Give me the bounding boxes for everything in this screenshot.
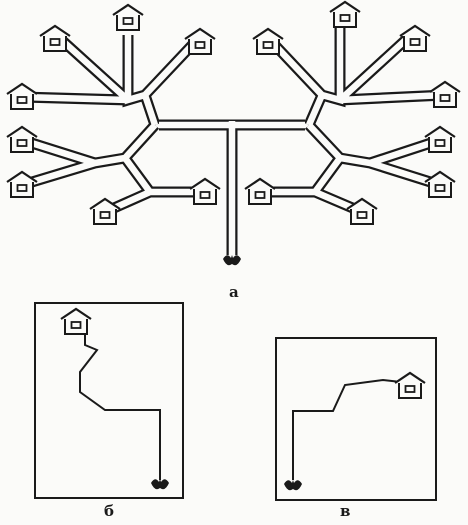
diagram-v-frame	[275, 337, 437, 501]
diagram-b-frame	[34, 302, 184, 499]
house-icon	[184, 27, 216, 55]
house-icon	[112, 3, 144, 31]
houses-a	[6, 0, 461, 225]
house-icon	[424, 125, 456, 153]
house-icon	[6, 82, 38, 110]
house-icon	[6, 125, 38, 153]
diagram-a: а	[6, 0, 461, 301]
diagram-v-label: в	[340, 502, 350, 520]
house-icon	[189, 177, 221, 205]
house-icon	[429, 80, 461, 108]
diagram-b-label: б	[104, 502, 114, 520]
outlet-icon	[284, 480, 302, 491]
house-icon	[89, 197, 121, 225]
house-icon	[6, 170, 38, 198]
house-icon	[394, 371, 426, 399]
house-icon	[329, 0, 361, 28]
house-icon	[399, 24, 431, 52]
house-icon	[252, 27, 284, 55]
house-icon	[39, 24, 71, 52]
road-network	[20, 15, 446, 255]
house-icon	[424, 170, 456, 198]
house-icon	[346, 197, 378, 225]
house-icon	[244, 177, 276, 205]
diagram-a-label: а	[229, 283, 239, 301]
outlet-icon	[151, 479, 169, 490]
house-icon	[60, 307, 92, 335]
diagram-b: б	[34, 302, 184, 520]
diagram-b-path	[79, 332, 161, 480]
diagram-v: в	[275, 337, 437, 520]
outlet-icon	[223, 255, 241, 266]
diagram-v-path	[292, 378, 411, 480]
